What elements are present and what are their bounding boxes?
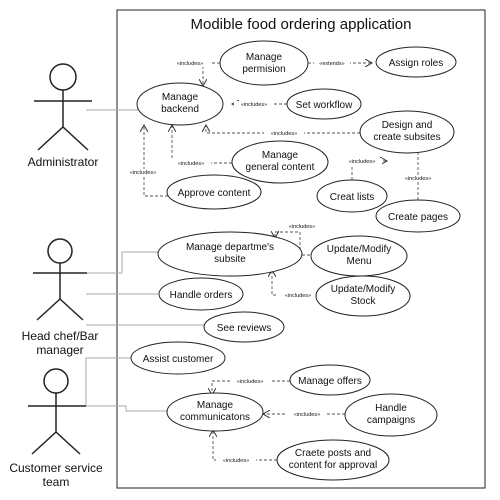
use-case-assist-customer[interactable]: Assist customer — [130, 341, 226, 375]
use-case-create-pages[interactable]: Create pages — [375, 199, 461, 233]
svg-text:general content: general content — [246, 162, 315, 173]
svg-text:permision: permision — [242, 64, 285, 75]
includes-label: «includes» — [178, 161, 204, 167]
actor-label-customer-service: Customer service — [9, 461, 103, 475]
svg-text:communicatons: communicatons — [180, 412, 250, 423]
actor-label-customer-service: team — [43, 475, 70, 489]
actor-label-administrator: Administrator — [28, 155, 99, 169]
actor-icon — [47, 238, 73, 264]
use-case-manage-permission[interactable]: Manage permision — [219, 40, 309, 86]
svg-text:backend: backend — [161, 104, 199, 115]
svg-text:See reviews: See reviews — [217, 323, 271, 334]
system-boundary — [116, 9, 486, 489]
svg-text:Manage: Manage — [162, 92, 199, 103]
use-case-assign-roles[interactable]: Assign roles — [375, 46, 457, 78]
use-case-manage-backend[interactable]: Manage backend — [136, 82, 224, 126]
actor-administrator[interactable] — [34, 63, 92, 151]
relationship-labels: «includes» «extends» «includes» «include… — [123, 60, 438, 464]
use-case-creat-lists[interactable]: Creat lists — [316, 179, 388, 213]
includes-label: «includes» — [349, 159, 375, 165]
use-case-create-posts[interactable]: Craete posts and content for approval — [276, 439, 390, 481]
use-case-update-stock[interactable]: Update/Modify Stock — [315, 275, 411, 317]
svg-text:Stock: Stock — [350, 296, 376, 307]
svg-text:Manage: Manage — [246, 52, 283, 63]
use-case-handle-campaigns[interactable]: Handle campaigns — [344, 393, 438, 437]
svg-text:Update/Modify: Update/Modify — [331, 284, 395, 295]
use-case-set-workflow[interactable]: Set workflow — [286, 88, 362, 120]
use-case-manage-general-content[interactable]: Manage general content — [231, 140, 329, 184]
svg-text:Creat lists: Creat lists — [330, 192, 374, 203]
svg-text:Manage: Manage — [197, 400, 234, 411]
use-case-design-subsites[interactable]: Design and create subsites — [359, 110, 455, 154]
svg-text:campaigns: campaigns — [367, 415, 415, 426]
svg-text:Approve content: Approve content — [178, 188, 251, 199]
svg-text:Craete posts and: Craete posts and — [295, 448, 371, 459]
actor-label-head-chef: manager — [36, 343, 83, 357]
actor-customer-service[interactable] — [28, 368, 86, 455]
svg-text:content for approval: content for approval — [289, 460, 377, 471]
use-case-update-menu[interactable]: Update/Modify Menu — [310, 235, 408, 277]
includes-label: «includes» — [241, 102, 267, 108]
svg-text:Update/Modify: Update/Modify — [327, 244, 391, 255]
includes-label: «includes» — [177, 61, 203, 67]
use-case-manage-communications[interactable]: Manage communicatons — [166, 392, 264, 432]
use-case-see-reviews[interactable]: See reviews — [203, 311, 285, 343]
includes-label: «includes» — [223, 458, 249, 464]
diagram-title: Modible food ordering application — [191, 16, 412, 33]
actor-icon — [43, 368, 69, 394]
svg-text:Assist customer: Assist customer — [143, 354, 214, 365]
svg-text:Manage: Manage — [262, 150, 299, 161]
svg-text:Manage departme's: Manage departme's — [186, 242, 274, 253]
svg-text:subsite: subsite — [214, 254, 246, 265]
svg-text:Manage offers: Manage offers — [298, 376, 362, 387]
actor-icon — [49, 63, 77, 91]
svg-text:Design and: Design and — [382, 120, 433, 131]
svg-text:Handle orders: Handle orders — [170, 290, 233, 301]
includes-label: «includes» — [237, 379, 263, 385]
includes-label: «includes» — [271, 131, 297, 137]
includes-label: «includes» — [130, 170, 156, 176]
use-case-approve-content[interactable]: Approve content — [166, 174, 262, 210]
svg-text:Handle: Handle — [375, 403, 407, 414]
includes-label: «includes» — [285, 293, 311, 299]
includes-label: «includes» — [289, 224, 315, 230]
use-case-handle-orders[interactable]: Handle orders — [158, 277, 244, 311]
extends-label: «extends» — [319, 61, 344, 67]
use-case-manage-offers[interactable]: Manage offers — [289, 364, 371, 396]
actor-label-head-chef: Head chef/Bar — [22, 329, 99, 343]
includes-label: «includes» — [294, 412, 320, 418]
association-lines — [85, 109, 205, 412]
svg-text:Menu: Menu — [346, 256, 371, 267]
svg-text:Assign roles: Assign roles — [389, 58, 443, 69]
svg-text:Set workflow: Set workflow — [296, 100, 353, 111]
svg-text:create subsites: create subsites — [373, 132, 440, 143]
use-case-manage-dept-subsite[interactable]: Manage departme's subsite — [157, 231, 303, 277]
svg-text:Create pages: Create pages — [388, 212, 448, 223]
includes-label: «includes» — [405, 176, 431, 182]
actor-head-chef[interactable] — [33, 238, 87, 321]
